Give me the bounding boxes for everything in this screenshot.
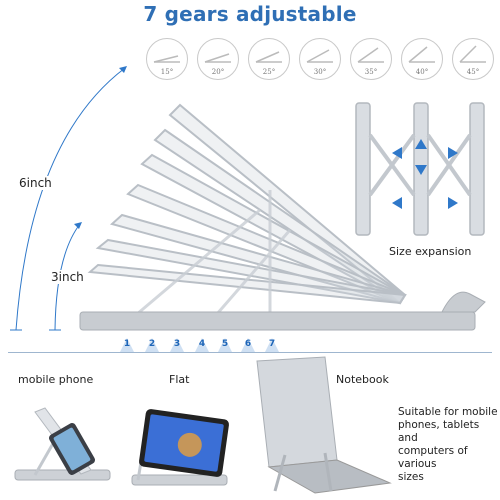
angle-icon bbox=[255, 51, 282, 63]
section-divider bbox=[8, 352, 492, 353]
suitable-line: sizes bbox=[398, 471, 424, 483]
expand-arrows bbox=[392, 139, 458, 209]
arrow-icon bbox=[119, 66, 127, 73]
size-expansion-illustration bbox=[355, 102, 485, 236]
suitable-description: Suitable for mobile phones, tablets and … bbox=[398, 406, 500, 484]
mode-label-notebook: Notebook bbox=[336, 373, 389, 386]
stand-base bbox=[79, 311, 476, 331]
laptop-icon bbox=[256, 356, 338, 468]
angle-label: 25° bbox=[262, 68, 276, 76]
suitable-line: phones, tablets and bbox=[398, 419, 480, 444]
angle-option-20: 20° bbox=[197, 38, 239, 80]
arrow-up-icon bbox=[415, 139, 427, 149]
angle-icon bbox=[459, 45, 486, 63]
height-label-6inch: 6inch bbox=[18, 176, 53, 190]
angle-label: 30° bbox=[313, 68, 327, 76]
short-arc bbox=[54, 223, 81, 331]
angle-label: 20° bbox=[211, 68, 225, 76]
angle-label: 15° bbox=[160, 68, 174, 76]
angle-option-30: 30° bbox=[299, 38, 341, 80]
angle-icon bbox=[153, 55, 180, 63]
height-arcs bbox=[10, 66, 127, 331]
gear-badge-1: 1 bbox=[120, 337, 134, 352]
angle-option-35: 35° bbox=[350, 38, 392, 80]
height-label-3inch: 3inch bbox=[50, 270, 85, 284]
angle-label: 45° bbox=[466, 68, 480, 76]
angle-label: 35° bbox=[364, 68, 378, 76]
gear-badge-6: 6 bbox=[241, 337, 255, 352]
angle-label: 40° bbox=[415, 68, 429, 76]
stand-illustration bbox=[79, 103, 486, 331]
size-expansion-label: Size expansion bbox=[389, 245, 472, 258]
mode-label-flat: Flat bbox=[169, 373, 190, 386]
phone-stand-illustration bbox=[14, 407, 111, 481]
angle-icon bbox=[408, 46, 435, 63]
arrow-left-icon bbox=[392, 147, 402, 159]
angle-option-25: 25° bbox=[248, 38, 290, 80]
angle-icon bbox=[204, 53, 231, 63]
stand-front-lip bbox=[441, 291, 486, 313]
mode-label-phone: mobile phone bbox=[18, 373, 94, 386]
gear-badge-5: 5 bbox=[218, 337, 232, 352]
notebook-stand-illustration bbox=[256, 356, 392, 494]
angle-option-45: 45° bbox=[452, 38, 494, 80]
suitable-line: Suitable for mobile bbox=[398, 406, 498, 418]
gear-badge-3: 3 bbox=[170, 337, 184, 352]
suitable-line: computers of various bbox=[398, 445, 468, 470]
page-title: 7 gears adjustable bbox=[143, 2, 357, 26]
angle-icon bbox=[306, 49, 333, 63]
angle-icon bbox=[357, 47, 384, 63]
gear-badge-2: 2 bbox=[145, 337, 159, 352]
gear-badge-7: 7 bbox=[265, 337, 279, 352]
arrow-right-icon bbox=[448, 197, 458, 209]
angle-options: 15° 20° 25° 30° 35° bbox=[146, 38, 496, 84]
arrow-icon bbox=[74, 222, 82, 229]
tablet-stand-illustration bbox=[131, 409, 229, 486]
arrow-down-icon bbox=[415, 165, 427, 175]
tall-arc bbox=[15, 67, 126, 331]
angle-option-40: 40° bbox=[401, 38, 443, 80]
arrow-left-icon bbox=[392, 197, 402, 209]
angle-option-15: 15° bbox=[146, 38, 188, 80]
arrow-right-icon bbox=[448, 147, 458, 159]
gear-badge-4: 4 bbox=[195, 337, 209, 352]
